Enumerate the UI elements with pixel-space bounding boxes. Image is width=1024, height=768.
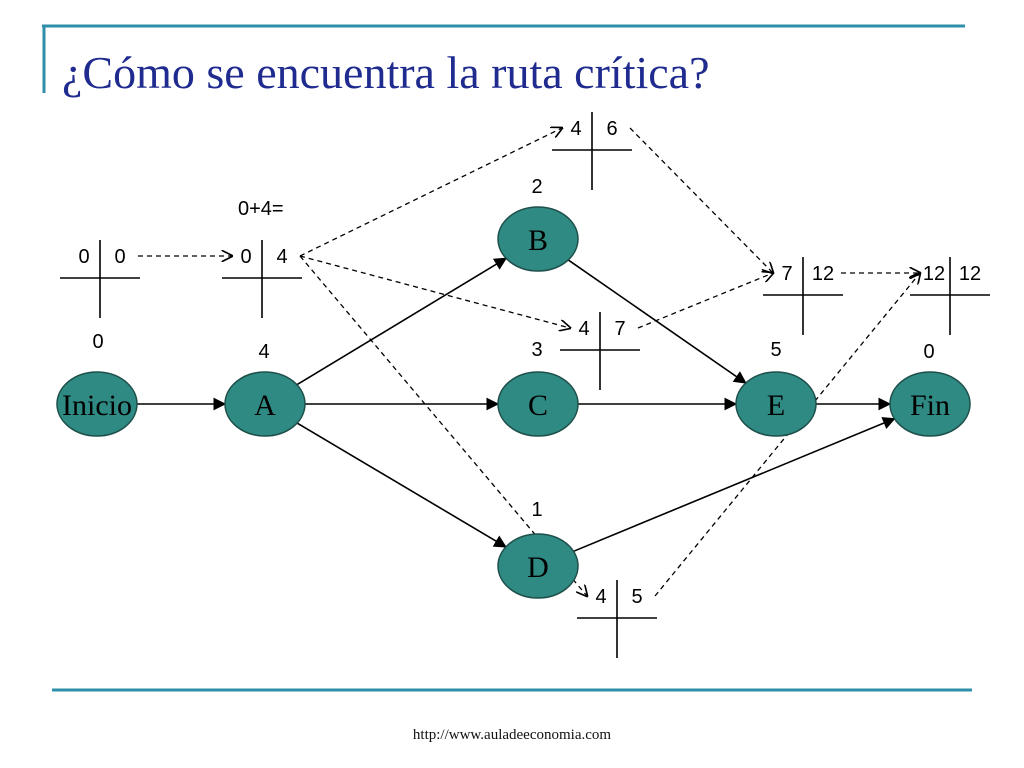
node-duration: 0 [92, 331, 103, 353]
edge-d-fin [573, 417, 896, 553]
end-time: 7 [614, 318, 625, 340]
edge-a-b [296, 257, 508, 386]
node-label: B [528, 224, 548, 257]
start-time: 7 [781, 263, 792, 285]
node-label: E [767, 389, 785, 422]
source-url: http://www.auladeeconomia.com [412, 727, 612, 743]
node-shape [497, 533, 579, 599]
node-fin: Fin 0 [889, 341, 971, 437]
end-time: 0 [114, 246, 125, 268]
node-duration: 4 [258, 341, 269, 363]
node-label: C [528, 389, 548, 422]
end-time: 12 [812, 263, 834, 285]
time-link-c-e [637, 273, 773, 329]
node-duration: 2 [531, 176, 542, 198]
node-duration: 1 [531, 499, 542, 521]
node-e: E5 [735, 339, 817, 437]
end-time: 5 [631, 586, 642, 608]
start-time: 4 [570, 118, 581, 140]
edge-b-e [567, 259, 747, 384]
node-shape [735, 371, 817, 437]
node-inicio: Inicio 0 [56, 331, 138, 437]
time-box-e: 7 12 [763, 257, 843, 335]
end-time: 4 [276, 246, 287, 268]
start-time: 12 [923, 263, 945, 285]
node-duration: 0 [923, 341, 934, 363]
node-a: A4 [224, 341, 306, 437]
node-shape [497, 206, 579, 272]
node-b: B2 [497, 176, 579, 272]
sum-annotation: 0+4= [238, 198, 284, 220]
node-shape [497, 371, 579, 437]
node-duration: 3 [531, 339, 542, 361]
end-time: 6 [606, 118, 617, 140]
node-duration: 5 [770, 339, 781, 361]
node-label: Fin [910, 389, 950, 422]
node-shape [56, 371, 138, 437]
node-d: D1 [497, 499, 579, 599]
start-time: 0 [78, 246, 89, 268]
start-time: 4 [578, 318, 589, 340]
slide-title: ¿Cómo se encuentra la ruta crítica? [62, 47, 710, 98]
edge-a-d [296, 422, 507, 548]
node-c: C3 [497, 339, 579, 437]
node-shape [889, 371, 971, 437]
node-label: Inicio [62, 389, 132, 422]
start-time: 4 [595, 586, 606, 608]
time-link-a-b [299, 128, 562, 257]
start-time: 0 [240, 246, 251, 268]
time-box-fin: 12 12 [910, 257, 990, 335]
node-label: A [254, 389, 276, 422]
solid-edges [137, 257, 896, 553]
time-link-a-c [299, 255, 570, 328]
time-link-b-e [629, 127, 773, 273]
title-frame [42, 24, 972, 692]
end-time: 12 [959, 263, 981, 285]
node-shape [224, 371, 306, 437]
node-label: D [527, 551, 549, 584]
